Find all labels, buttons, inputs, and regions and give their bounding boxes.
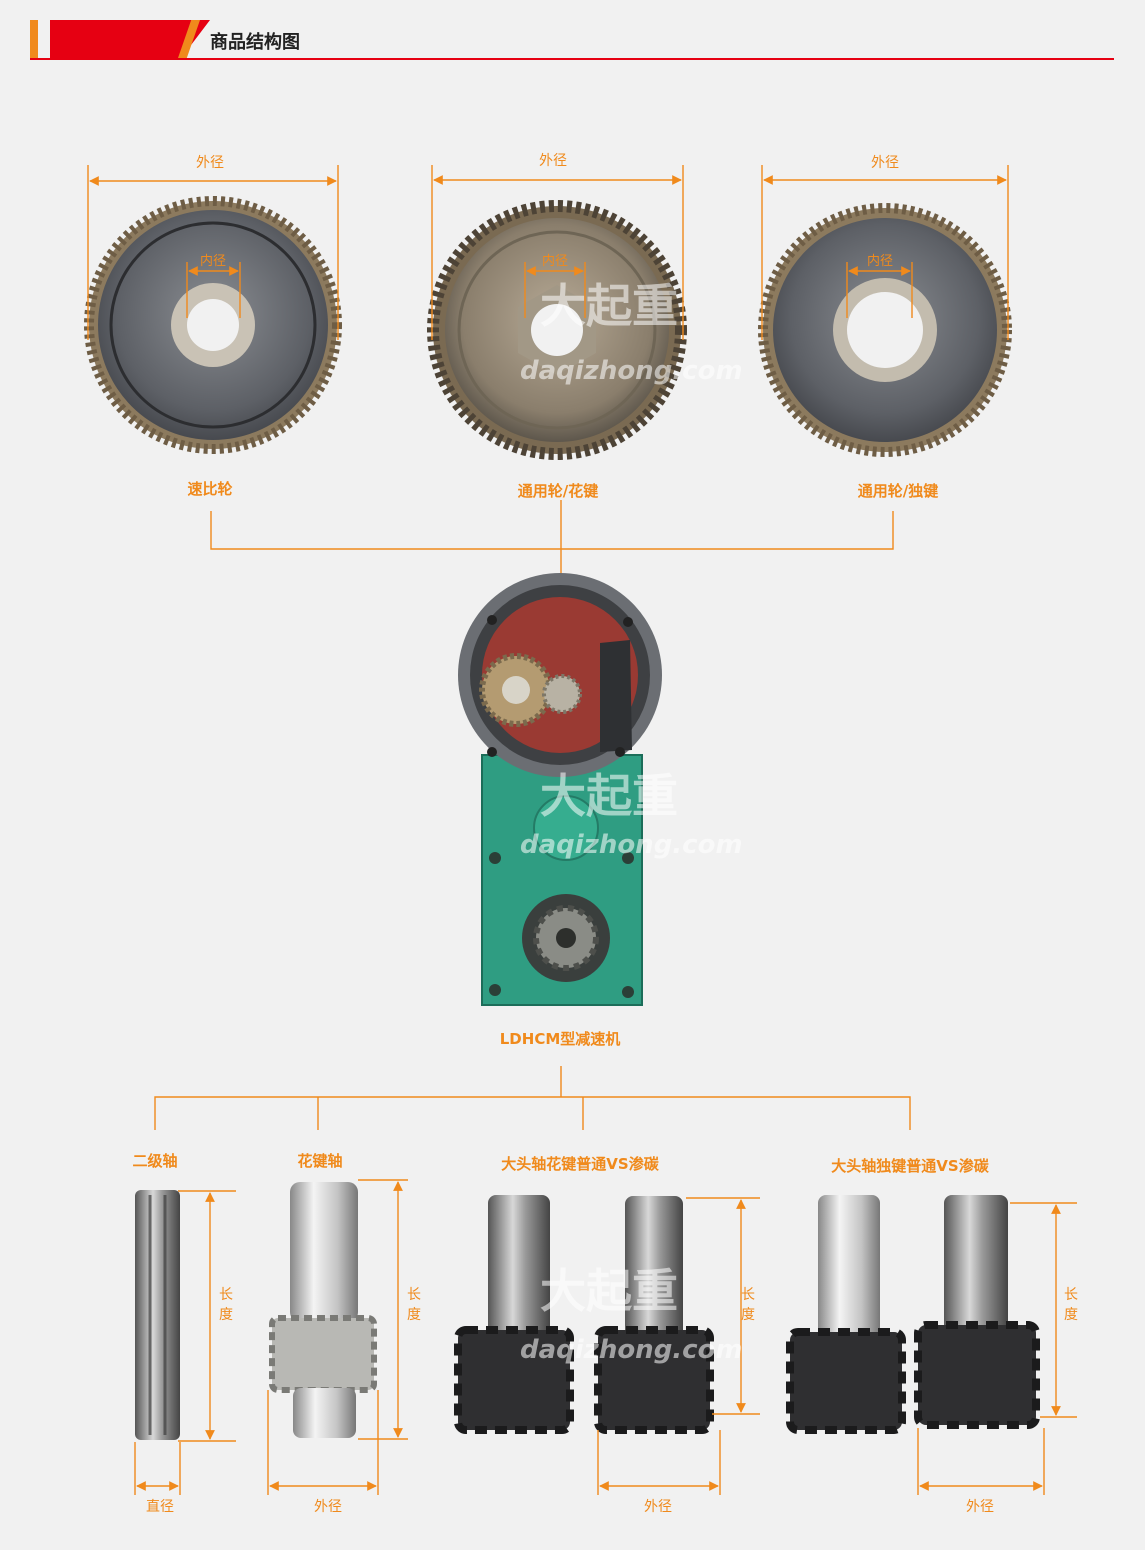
watermark-url-3: daqizhong.com xyxy=(520,1335,743,1365)
gear1-inner-label: 内径 xyxy=(199,254,226,269)
header-underline xyxy=(30,58,1114,60)
section-title: 商品结构图 xyxy=(210,32,300,53)
shaft-big-head-spline-pair xyxy=(454,1195,714,1434)
shaft2-length-label: 长度 xyxy=(407,1287,421,1323)
gear3-name: 通用轮/独键 xyxy=(857,482,939,500)
gear1-outer-label: 外径 xyxy=(196,155,224,171)
header-accent-bar xyxy=(30,20,38,58)
reducer-image xyxy=(458,573,662,1006)
gear2-outer-label: 外径 xyxy=(539,153,567,169)
watermark-brand-1: 大起重 xyxy=(540,279,678,333)
gear2-name: 通用轮/花键 xyxy=(517,482,599,500)
shaft-big-head-single-key-pair xyxy=(786,1195,1040,1434)
shaft1-name: 二级轴 xyxy=(132,1152,178,1170)
shaft3-length-label: 长度 xyxy=(741,1287,755,1323)
shaft3-width-label: 外径 xyxy=(644,1499,672,1515)
gear3-outer-label: 外径 xyxy=(871,155,899,171)
shaft4-name: 大头轴独键普通VS渗碳 xyxy=(831,1157,989,1175)
gear-general-spline xyxy=(427,200,687,460)
gear-speed-ratio xyxy=(84,196,342,454)
gear3-inner-label: 内径 xyxy=(866,254,893,269)
shaft1-width-label: 直径 xyxy=(146,1499,174,1515)
connector-top xyxy=(210,500,894,582)
shaft-secondary xyxy=(135,1190,180,1440)
connector-bottom xyxy=(154,1066,911,1130)
watermark-url-1: daqizhong.com xyxy=(520,356,743,386)
shaft4-width-label: 外径 xyxy=(966,1499,994,1515)
watermark-brand-3: 大起重 xyxy=(540,1264,678,1318)
shaft1-length-label: 长度 xyxy=(219,1287,233,1323)
shaft2-name: 花键轴 xyxy=(297,1152,343,1170)
shaft2-width-label: 外径 xyxy=(314,1499,342,1515)
shaft3-name: 大头轴花键普通VS渗碳 xyxy=(501,1155,659,1173)
reducer-name: LDHCM型减速机 xyxy=(499,1030,621,1048)
gear1-name: 速比轮 xyxy=(187,480,233,498)
gear-general-single-key xyxy=(758,203,1012,457)
watermark-url-2: daqizhong.com xyxy=(520,830,743,860)
shaft4-length-label: 长度 xyxy=(1064,1287,1078,1323)
gear2-inner-label: 内径 xyxy=(541,254,568,269)
shaft-spline xyxy=(269,1182,377,1438)
watermark-brand-2: 大起重 xyxy=(540,769,678,823)
